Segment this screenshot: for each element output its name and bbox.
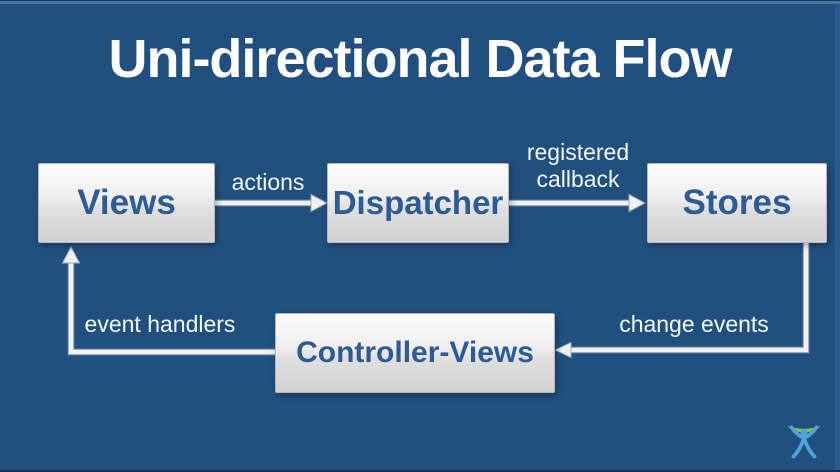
slide-top-edge-highlight xyxy=(0,1,840,4)
atlassian-logo-head xyxy=(800,429,808,437)
diagram-node-controller-views: Controller-Views xyxy=(275,313,555,393)
diagram-node-views: Views xyxy=(38,163,215,243)
slide-top-edge-line xyxy=(0,0,840,1)
diagram-node-dispatcher: Dispatcher xyxy=(327,163,509,243)
atlassian-logo-figure xyxy=(789,425,819,459)
node-controller-views-label: Controller-Views xyxy=(296,336,534,369)
node-dispatcher-label: Dispatcher xyxy=(332,184,504,221)
node-views-label: Views xyxy=(77,183,176,222)
arrow-stores-to-controller-views xyxy=(553,242,810,359)
edge-label-change-events: change events xyxy=(619,311,769,337)
edge-label-actions: actions xyxy=(231,169,305,195)
slide-title: Uni-directional Data Flow xyxy=(108,29,732,89)
node-stores-label: Stores xyxy=(682,183,792,222)
arrow-dispatcher-to-stores xyxy=(509,193,647,213)
diagram-node-stores: Stores xyxy=(647,163,827,243)
edge-label-event-handlers: event handlers xyxy=(84,311,236,337)
arrow-views-to-dispatcher xyxy=(215,193,329,213)
atlassian-logo-icon xyxy=(786,425,822,459)
edge-label-registered-callback: registered callback xyxy=(526,139,630,192)
slide-bottom-edge-line xyxy=(0,470,840,472)
slide-right-edge-highlight xyxy=(835,4,840,472)
